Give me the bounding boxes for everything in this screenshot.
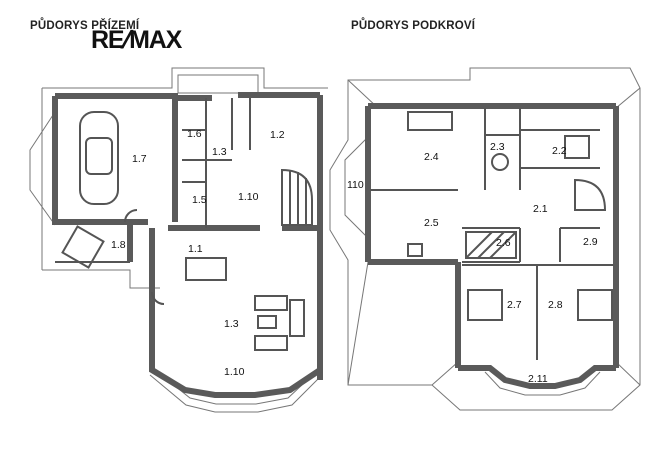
room-label: 1.10 [224, 366, 245, 378]
room-label: 2.9 [583, 236, 598, 248]
room-label: 1.2 [270, 129, 285, 141]
room-label: 1.1 [188, 243, 203, 255]
room-label: 110 [347, 179, 364, 191]
room-label: 2.6 [496, 237, 511, 249]
attic-floor-labels: 2.4 2.3 2.2 110 2.1 2.5 2.6 2.9 2.7 2.8 … [347, 141, 598, 385]
attic-floor-title: PŮDORYS PODKROVÍ [351, 20, 476, 32]
remax-logo: RE/MAX [91, 26, 182, 54]
room-label: 1.5 [192, 194, 207, 206]
room-label: 2.1 [533, 203, 548, 215]
room-label: 1.6 [187, 128, 202, 140]
room-label: 1.3 [212, 146, 227, 158]
room-label: 1.8 [111, 239, 126, 251]
ground-floor-interior [55, 98, 313, 351]
room-label: 2.5 [424, 217, 439, 229]
room-label: 2.4 [424, 151, 439, 163]
ground-floor-walls [52, 92, 323, 398]
room-label: 2.11 [528, 373, 548, 385]
ground-floor-title: PŮDORYS PŘÍZEMÍ [30, 20, 140, 32]
room-label: 1.3 [224, 318, 239, 330]
room-label: 2.2 [552, 145, 567, 157]
room-label: 1.7 [132, 153, 147, 165]
ground-floor-plan [29, 67, 328, 413]
room-label: 2.8 [548, 299, 563, 311]
room-label: 2.7 [507, 299, 522, 311]
room-label: 2.3 [490, 141, 505, 153]
attic-floor-walls [365, 103, 619, 389]
room-label: 1.10 [238, 191, 259, 203]
attic-floor-interior [370, 108, 614, 360]
ground-floor-labels: 1.7 1.6 1.3 1.2 1.5 1.10 1.8 1.1 1.3 1.1… [111, 128, 285, 378]
